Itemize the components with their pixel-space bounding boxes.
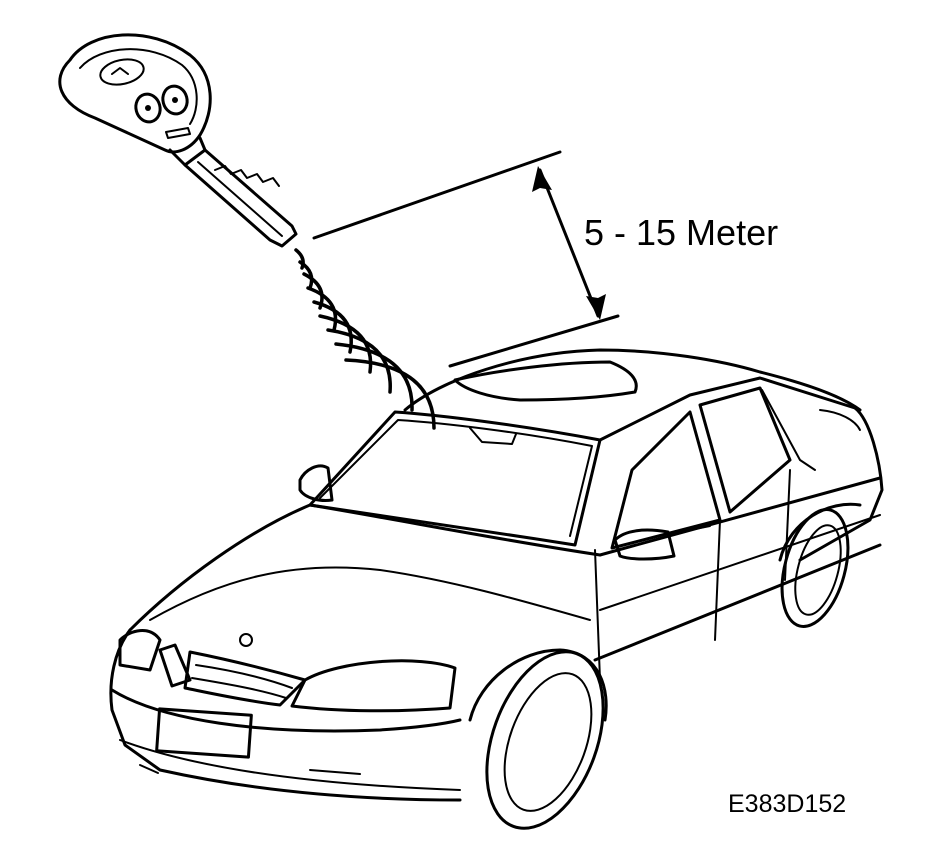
figure-code-label: E383D152 (728, 790, 847, 818)
range-dimension (312, 150, 620, 368)
car-illustration (109, 348, 884, 830)
key-fob-icon (58, 33, 298, 248)
signal-waves (294, 248, 436, 430)
distance-range-label: 5 - 15 Meter (584, 212, 779, 253)
